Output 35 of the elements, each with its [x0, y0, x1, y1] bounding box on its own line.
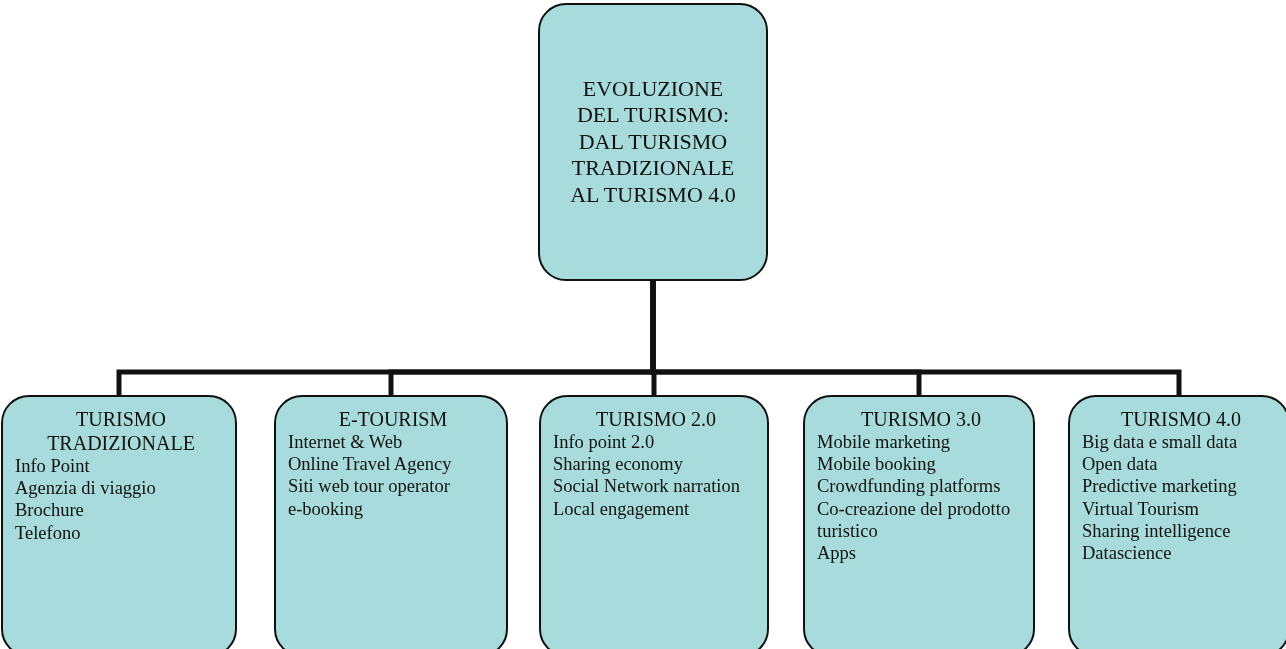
- category-box: [274, 395, 508, 649]
- category-box: [803, 395, 1035, 649]
- list-item: Siti web tour operator: [288, 475, 451, 498]
- list-item: Agenzia di viaggio: [15, 477, 157, 500]
- list-item: Apps: [817, 541, 858, 565]
- list-item: Predictive marketing: [1082, 475, 1238, 498]
- list-item: e-booking: [288, 497, 364, 520]
- category-heading: TURISMO 2.0: [595, 407, 717, 431]
- list-item: Social Network narration: [553, 475, 741, 498]
- list-item: Brochure: [15, 499, 85, 522]
- list-item: Open data: [1082, 453, 1159, 476]
- node-label: EVOLUZIONE DEL TURISMO: DAL TURISMO TRADIZIONALE AL TURISMO 4.0: [569, 76, 737, 208]
- list-item: Online Travel Agency: [288, 453, 453, 476]
- title-box: [538, 3, 768, 281]
- list-item: Mobile marketing: [817, 431, 952, 454]
- category-heading: TURISMO 4.0: [1120, 407, 1242, 431]
- list-item: Crowdfunding platforms: [817, 475, 1002, 498]
- list-item: Datascience: [1082, 541, 1173, 565]
- category-heading: TURISMO TRADIZIONALE: [46, 407, 196, 455]
- list-item: Info Point: [15, 455, 91, 478]
- list-item: Local engagement: [553, 497, 691, 520]
- category-heading: E-TOURISM: [337, 407, 449, 431]
- list-item: Sharing intelligence: [1082, 519, 1232, 542]
- list-item: Big data e small data: [1082, 431, 1239, 454]
- list-item: Virtual Tourism: [1082, 497, 1200, 520]
- list-item: Co-creazione del prodotto turistico: [817, 497, 1012, 542]
- list-item: Telefono: [15, 521, 82, 544]
- list-item: Sharing economy: [553, 453, 684, 476]
- category-box: [1068, 395, 1286, 649]
- list-item: Internet & Web: [288, 431, 404, 454]
- category-heading: TURISMO 3.0: [860, 407, 982, 431]
- list-item: Mobile booking: [817, 453, 937, 476]
- list-item: Info point 2.0: [553, 431, 656, 454]
- category-box: [539, 395, 769, 649]
- category-box: [1, 395, 237, 649]
